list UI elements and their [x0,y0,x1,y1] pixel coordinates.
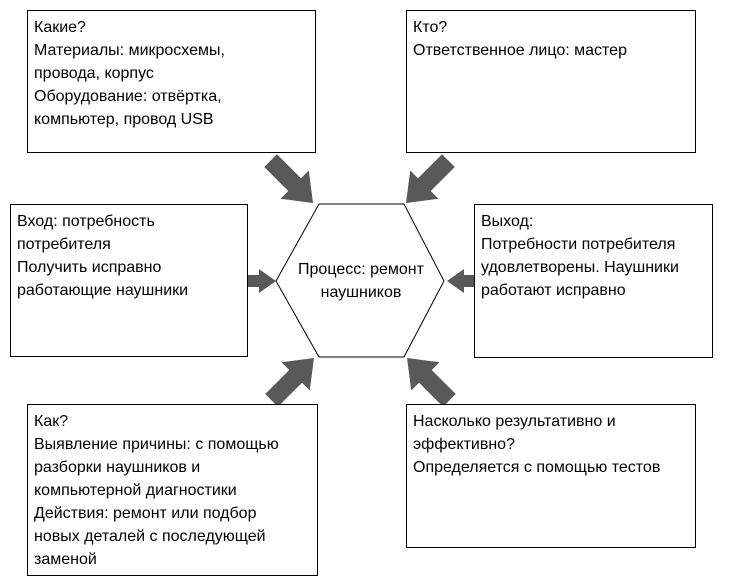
arrow-output-to-process [447,269,475,293]
arrow-how-to-process [265,358,314,407]
what-box: Какие? Материалы: микросхемы, провода, к… [27,10,316,153]
effectiveness-box: Насколько результативно и эффективно? Оп… [406,404,696,548]
how-line: компьютерной диагностики [34,482,237,499]
what-line: Материалы: микросхемы, [34,42,225,59]
what-line: Оборудование: отвёртка, [34,88,222,105]
output-line: удовлетворены. Наушники [481,259,679,276]
effectiveness-line: Определяется с помощью тестов [413,459,661,476]
input-line: работающие наушники [17,282,189,299]
how-line: новых деталей с последующей [34,528,266,545]
effectiveness-line: эффективно? [413,436,515,453]
input-box: Вход: потребность потребителя Получить и… [10,204,248,357]
how-line: Выявление причины: с помощью [34,436,279,453]
what-line: провода, корпус [34,65,154,82]
who-title: Кто? [413,19,448,36]
input-line: потребителя [17,236,111,253]
input-line: Получить исправно [17,259,162,276]
process-label-line-1: Процесс: ремонт [298,261,424,278]
input-line: Вход: потребность [17,213,155,230]
output-line: работают исправно [481,282,626,299]
who-line: Ответственное лицо: мастер [413,42,627,59]
how-line: заменой [34,551,97,568]
what-title: Какие? [34,19,86,36]
output-line: Выход: [481,213,534,230]
arrow-input-to-process [248,269,276,293]
process-label-line-2: наушников [320,284,402,301]
arrow-eff-to-process [407,358,456,407]
what-line: компьютер, провод USB [34,111,214,128]
how-title: Как? [34,413,69,430]
how-line: разборки наушников и [34,459,201,476]
how-box: Как? Выявление причины: с помощью разбор… [27,404,318,576]
arrow-what-to-process [264,154,313,203]
effectiveness-line: Насколько результативно и [413,413,616,430]
how-line: Действия: ремонт или подбор [34,505,257,522]
output-box: Выход: Потребности потребителя удовлетво… [474,204,713,358]
process-label: Процесс: ремонт наушников [285,258,437,304]
arrow-who-to-process [406,154,455,203]
who-box: Кто? Ответственное лицо: мастер [406,10,696,153]
output-line: Потребности потребителя [481,236,676,253]
